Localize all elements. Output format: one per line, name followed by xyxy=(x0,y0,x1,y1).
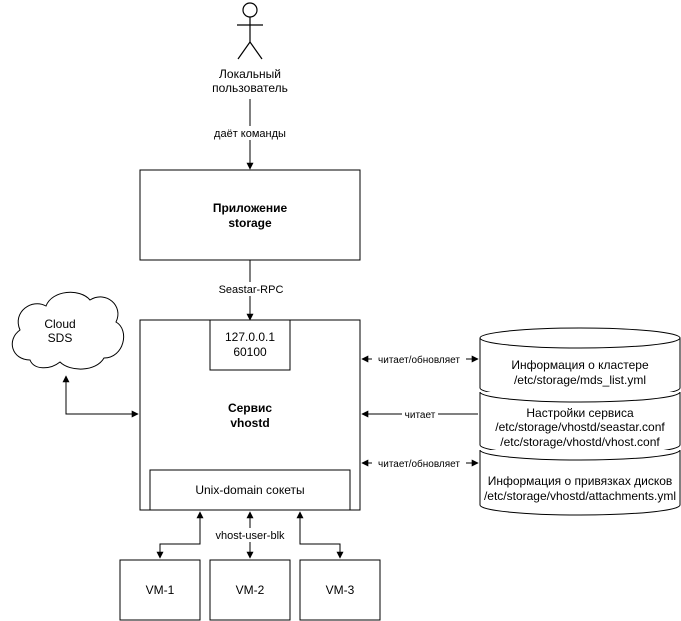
edge-label-rpc: Seastar-RPC xyxy=(219,284,284,296)
vm-3-label: VM-3 xyxy=(326,583,355,597)
storage-cluster-line2: /etc/storage/mds_list.yml xyxy=(514,373,646,387)
service-address-box xyxy=(209,319,291,371)
service-title-line2: vhostd xyxy=(230,416,269,430)
unix-sockets-label: Unix-domain сокеты xyxy=(195,483,304,497)
storage-settings-line3: /etc/storage/vhostd/vhost.conf xyxy=(500,435,660,449)
service-address-line1: 127.0.0.1 xyxy=(225,330,275,344)
storage-cluster-line1: Информация о кластере xyxy=(511,358,649,372)
edge-label-reads: читает xyxy=(405,410,436,421)
edge-cloud-service xyxy=(62,375,139,418)
cloud-sds-icon xyxy=(11,291,125,370)
storage-attachments-line2: /etc/storage/vhostd/attachments.yml xyxy=(484,489,676,503)
storage-settings-line2: /etc/storage/vhostd/seastar.conf xyxy=(495,420,665,434)
storage-cluster-cylinder xyxy=(479,327,681,399)
unix-sockets-box xyxy=(149,469,351,511)
edge-socket-vm1 xyxy=(156,511,204,559)
storage-attachments-cylinder xyxy=(479,449,681,516)
vm-1-box xyxy=(119,559,201,621)
vm-3-box xyxy=(299,559,381,621)
edge-socket-vm3 xyxy=(296,511,344,559)
app-title-line2: storage xyxy=(228,216,272,230)
cloud-label-line1: Cloud xyxy=(44,317,75,331)
app-storage-box xyxy=(139,169,361,261)
edge-label-vhost-user-blk: vhost-user-blk xyxy=(215,530,285,542)
edge-label-reads-updates-2: читает/обновляет xyxy=(378,458,460,470)
edge-label-gives-commands: даёт команды xyxy=(214,128,286,140)
edge-label-reads-updates-1: читает/обновляет xyxy=(378,354,460,366)
user-label-line1: Локальный xyxy=(219,67,281,81)
service-address-line2: 60100 xyxy=(233,345,267,359)
storage-attachments-line1: Информация о привязках дисков xyxy=(488,474,673,488)
vm-2-box xyxy=(209,559,291,621)
vm-2-label: VM-2 xyxy=(236,583,265,597)
app-title-line1: Приложение xyxy=(213,201,288,215)
user-actor-icon xyxy=(237,2,263,60)
storage-settings-line1: Настройки сервиса xyxy=(526,406,634,420)
vm-1-label: VM-1 xyxy=(146,583,175,597)
service-title-line1: Сервис xyxy=(228,401,272,415)
cloud-label-line2: SDS xyxy=(48,331,73,345)
user-label-line2: пользователь xyxy=(212,81,288,95)
